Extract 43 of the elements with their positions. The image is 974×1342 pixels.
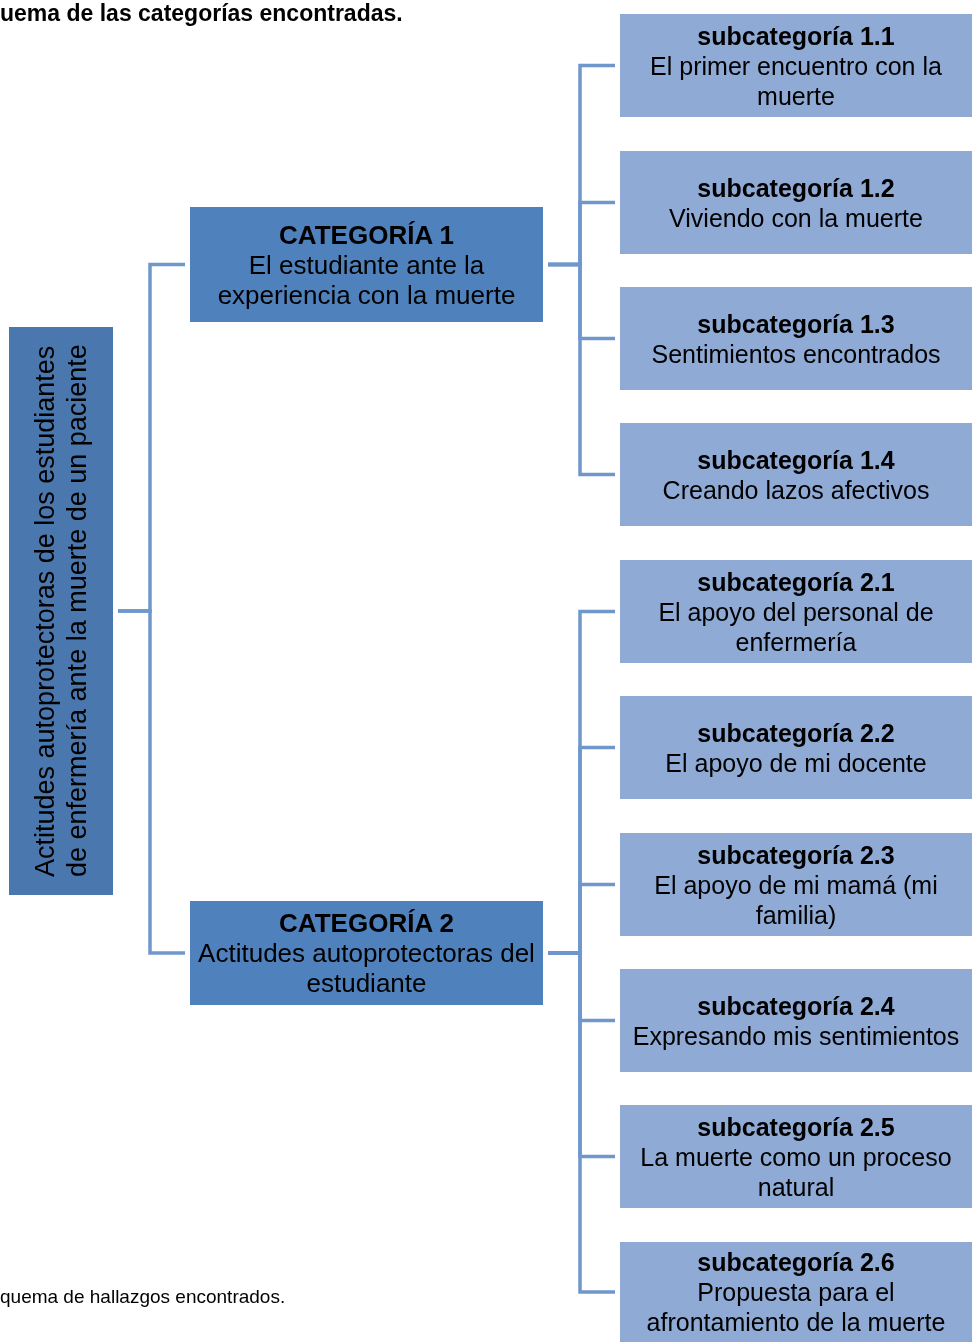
box-heading: subcategoría 2.4: [697, 990, 895, 1021]
subcategory-box: [620, 287, 972, 390]
box-heading: CATEGORÍA 1: [279, 219, 454, 250]
box-text: El apoyo de mi docente: [665, 747, 927, 778]
subcategory-box: [620, 696, 972, 799]
subcategory-box: [620, 423, 972, 526]
subcategory-box: [620, 969, 972, 1072]
box-text: Sentimientos encontrados: [651, 338, 941, 369]
box-text: Expresando mis sentimientos: [632, 1020, 960, 1051]
box-text: El primer encuentro con la muerte: [649, 50, 943, 111]
subcategory-box: [620, 833, 972, 936]
box-heading: subcategoría 2.6: [697, 1247, 895, 1277]
box-text: El apoyo de mi mamá (mi familia): [653, 869, 939, 930]
box-text: Actitudes autoprotectoras del estudiante: [197, 938, 536, 998]
box-heading: subcategoría 1.2: [697, 172, 895, 203]
box-text: El apoyo del personal de enfermería: [657, 596, 935, 657]
box-text: Creando lazos afectivos: [662, 474, 930, 505]
box-heading: subcategoría 1.3: [697, 308, 895, 339]
subcategory-box: [620, 1105, 972, 1208]
connector-line: [548, 951, 615, 1294]
category-box: [190, 901, 543, 1005]
box-text: Propuesta para el afrontamiento de la muerte: [645, 1277, 947, 1337]
category-box: [190, 207, 543, 322]
subcategory-box: [620, 1242, 972, 1342]
topic-text: Actitudes autoprotectoras de los estudiantes de enfermería ante la muerte de un paciente: [29, 343, 93, 880]
box-text: Viviendo con la muerte: [669, 202, 923, 233]
diagram-title: uema de las categorías encontradas.: [0, 0, 403, 27]
connector-line: [548, 262, 615, 477]
box-text: El estudiante ante la experiencia con la muerte: [216, 249, 517, 310]
box-heading: subcategoría 1.4: [697, 444, 895, 475]
root-topic-box: [9, 327, 113, 895]
subcategory-box: [620, 14, 972, 117]
box-heading: subcategoría 1.1: [697, 20, 895, 51]
box-text: La muerte como un proceso natural: [639, 1141, 953, 1202]
box-heading: subcategoría 2.3: [697, 839, 895, 870]
figure-caption: quema de hallazgos encontrados.: [0, 1286, 286, 1308]
box-heading: subcategoría 2.1: [697, 566, 895, 597]
subcategory-box: [620, 151, 972, 254]
box-heading: CATEGORÍA 2: [279, 908, 454, 938]
box-heading: subcategoría 2.2: [697, 717, 895, 748]
box-heading: subcategoría 2.5: [697, 1111, 895, 1142]
subcategory-box: [620, 560, 972, 663]
connector-line: [118, 609, 185, 955]
